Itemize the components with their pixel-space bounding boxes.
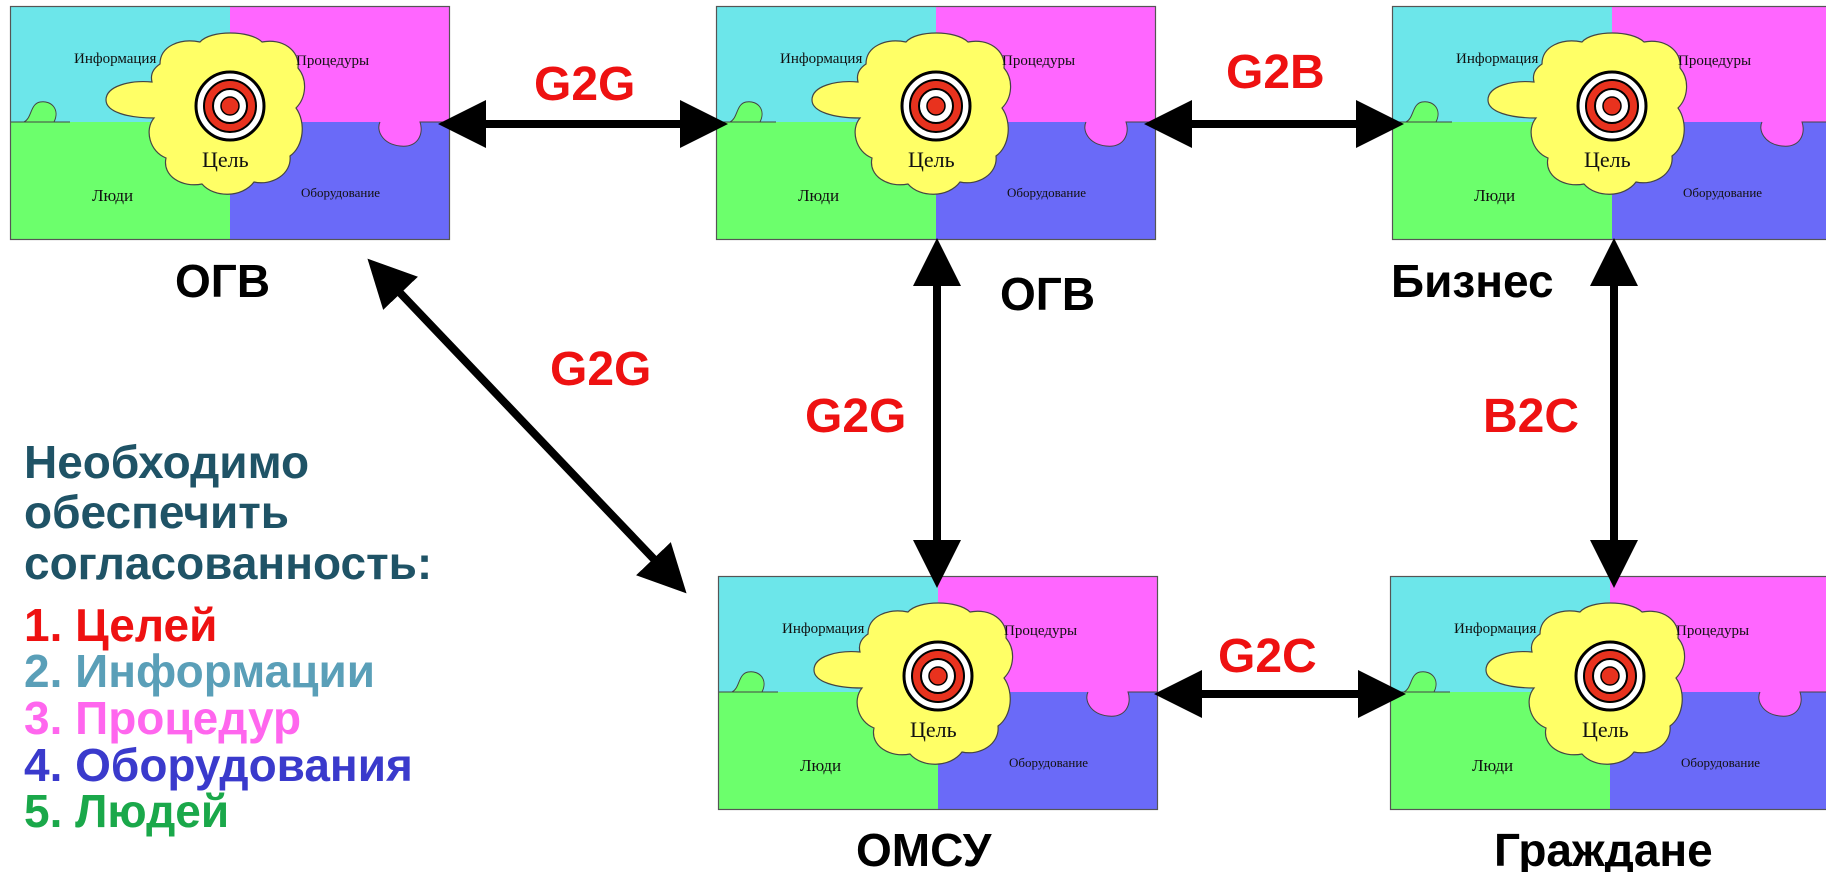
puzzle-tile-business: Информация Процедуры Люди Оборудование Ц… [1390, 4, 1826, 242]
note-item-procedures: 3. Процедур [24, 692, 301, 744]
label-goal: Цель [1582, 717, 1629, 742]
label-procedures: Процедуры [296, 53, 369, 69]
label-people: Люди [1474, 186, 1515, 205]
note-item-people: 5. Людей [24, 785, 229, 837]
puzzle-tile-ogv-center: Информация Процедуры Люди Оборудование Ц… [714, 4, 1158, 242]
label-procedures: Процедуры [1676, 623, 1749, 639]
link-label-b2c: B2C [1483, 390, 1579, 443]
note-item-information: 2. Информации [24, 645, 375, 697]
link-label-g2g-top: G2G [534, 58, 635, 111]
label-equipment: Оборудование [1009, 755, 1088, 770]
label-info: Информация [74, 51, 156, 67]
caption-business: Бизнес [1391, 255, 1554, 307]
note-line-1: Необходимо [24, 436, 309, 488]
label-goal: Цель [1584, 147, 1631, 172]
link-label-g2b: G2B [1226, 46, 1325, 99]
caption-citizens: Граждане [1494, 824, 1713, 872]
label-people: Люди [1472, 756, 1513, 775]
label-goal: Цель [910, 717, 957, 742]
arrow-g2g-diagonal [367, 258, 687, 594]
label-people: Люди [92, 186, 133, 205]
label-procedures: Процедуры [1678, 53, 1751, 69]
label-equipment: Оборудование [301, 185, 380, 200]
caption-ogv-center: ОГВ [1000, 268, 1095, 320]
label-people: Люди [800, 756, 841, 775]
label-equipment: Оборудование [1683, 185, 1762, 200]
label-procedures: Процедуры [1004, 623, 1077, 639]
label-goal: Цель [908, 147, 955, 172]
caption-omsu: ОМСУ [856, 824, 993, 872]
note-item-goals: 1. Целей [24, 599, 217, 651]
label-goal: Цель [202, 147, 249, 172]
label-people: Люди [798, 186, 839, 205]
link-label-g2g-vertical: G2G [805, 390, 906, 443]
link-label-g2c: G2C [1218, 630, 1317, 683]
puzzle-tile-omsu: Информация Процедуры Люди Оборудование Ц… [716, 574, 1160, 812]
note-item-equipment: 4. Оборудования [24, 739, 413, 791]
label-procedures: Процедуры [1002, 53, 1075, 69]
note-line-3: согласованность: [24, 537, 432, 589]
note-line-2: обеспечить [24, 486, 289, 538]
puzzle-tile-citizens: Информация Процедуры Люди Оборудование Ц… [1388, 574, 1826, 812]
label-info: Информация [780, 51, 862, 67]
label-info: Информация [782, 621, 864, 637]
label-info: Информация [1454, 621, 1536, 637]
label-equipment: Оборудование [1681, 755, 1760, 770]
label-equipment: Оборудование [1007, 185, 1086, 200]
puzzle-tile-ogv-left: Информация Процедуры Люди Оборудование Ц… [8, 4, 452, 242]
label-info: Информация [1456, 51, 1538, 67]
caption-ogv-left: ОГВ [175, 255, 270, 307]
link-label-g2g-diagonal: G2G [550, 343, 651, 396]
coherence-note: Необходимо обеспечить согласованность: 1… [24, 436, 432, 837]
